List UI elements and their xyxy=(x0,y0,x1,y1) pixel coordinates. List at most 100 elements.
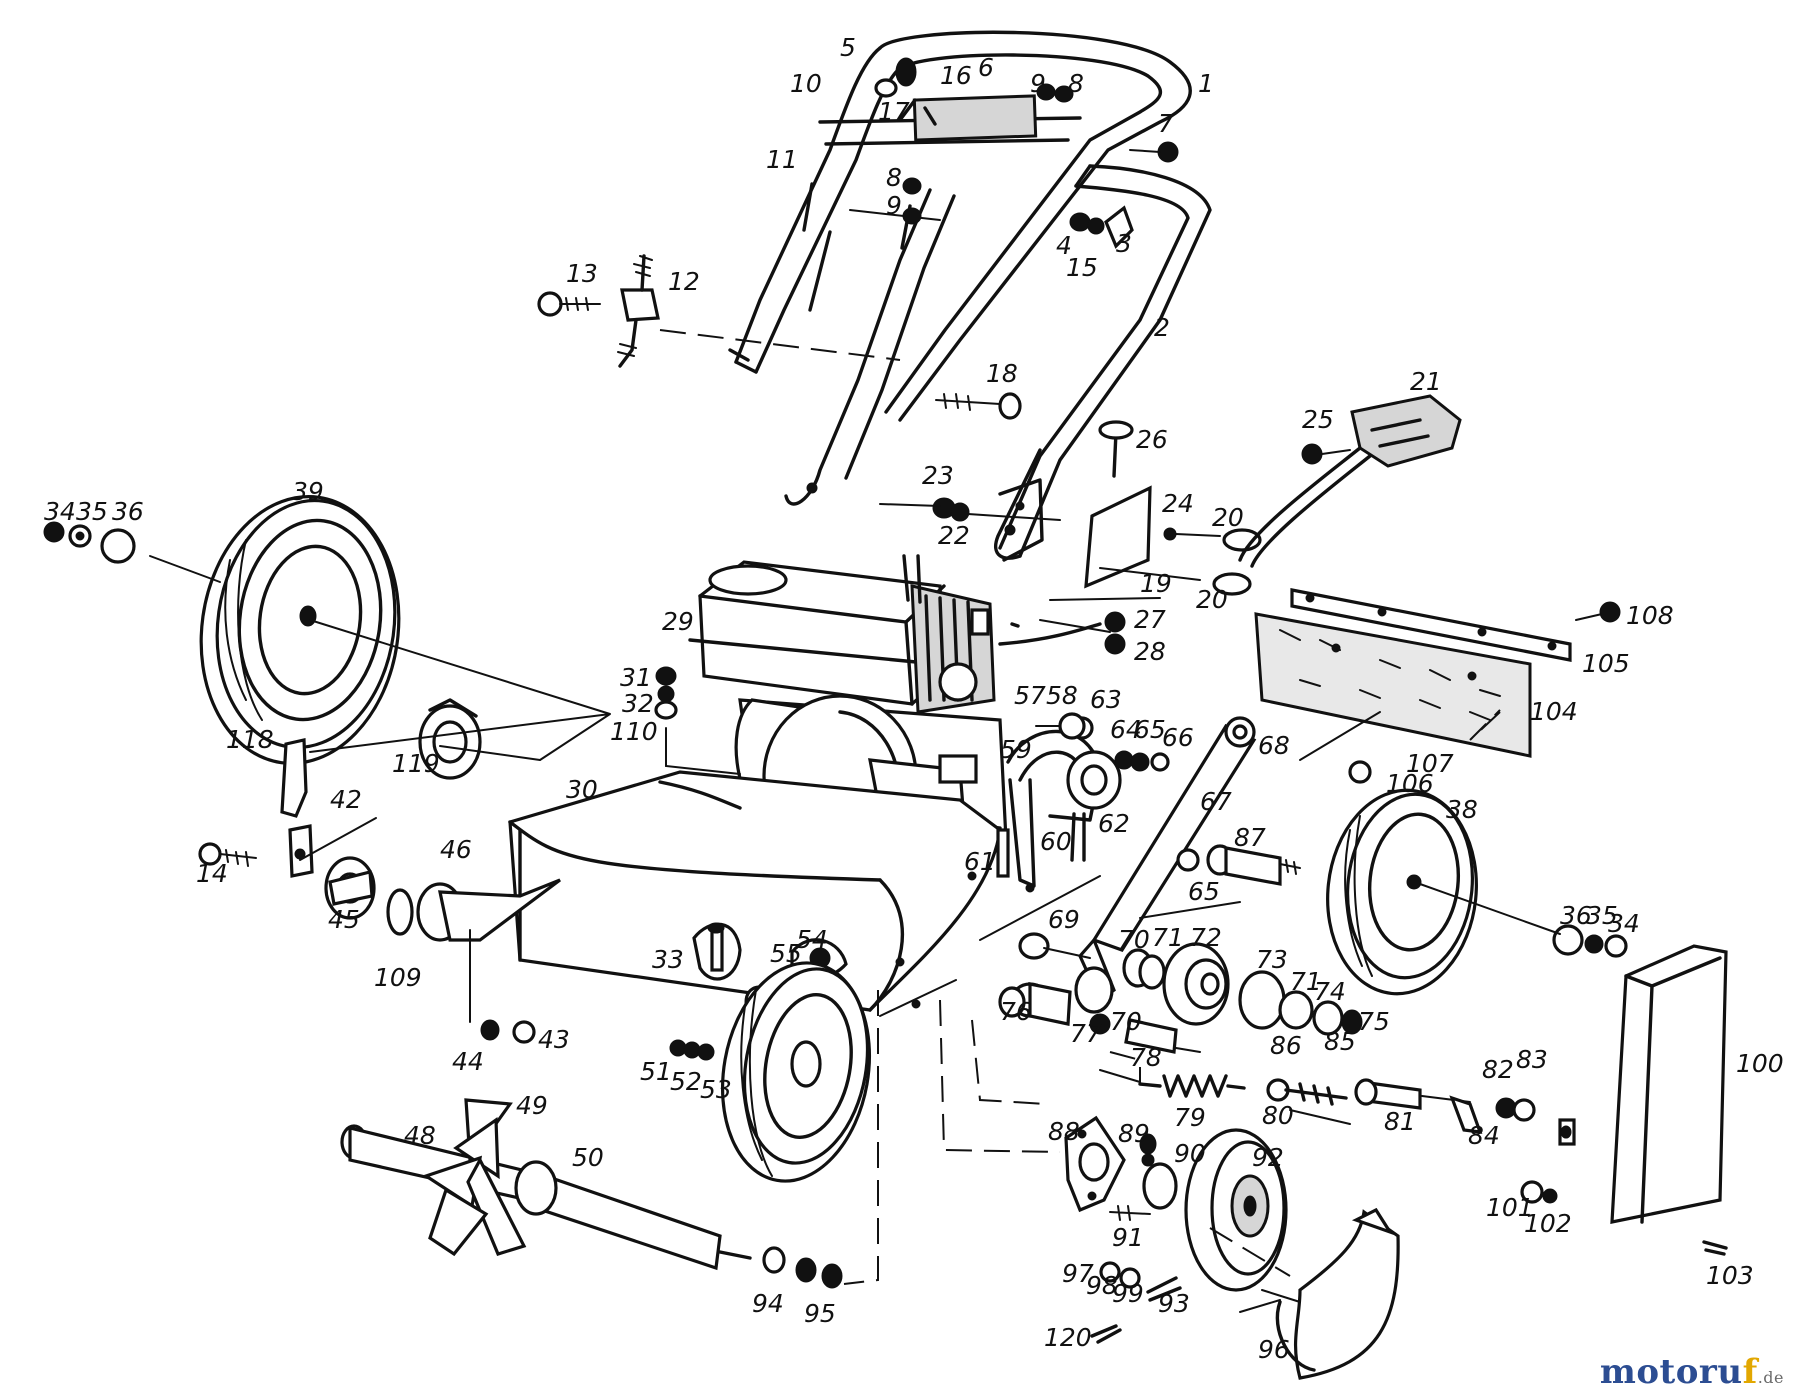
throttle-lever-21 xyxy=(1238,394,1462,568)
callout-9b: 9 xyxy=(886,191,902,220)
logo-tld: .de xyxy=(1757,1368,1784,1387)
callout-labels: 1 2 3 4 5 6 7 8 8 9 9 10 11 12 13 14 15 … xyxy=(44,33,1784,1364)
callout-54: 54 xyxy=(796,925,828,954)
front-wheel-53 xyxy=(720,961,872,1183)
callout-49: 49 xyxy=(516,1091,548,1120)
callout-110: 110 xyxy=(610,717,658,746)
callout-71b: 71 xyxy=(1290,967,1322,996)
callout-59: 59 xyxy=(1000,735,1032,764)
callout-100: 100 xyxy=(1736,1049,1784,1078)
callout-39: 39 xyxy=(292,477,324,506)
callout-103: 103 xyxy=(1706,1261,1754,1290)
rotor-bearing-parts-left xyxy=(198,666,715,1061)
callout-1: 1 xyxy=(1198,69,1214,98)
callout-46: 46 xyxy=(440,835,472,864)
callout-4: 4 xyxy=(1056,231,1072,260)
callout-81: 81 xyxy=(1384,1107,1416,1136)
rear-wheel-right-38 xyxy=(1326,788,1478,996)
belt-guard-96 xyxy=(1239,1207,1400,1380)
callout-35b: 35 xyxy=(1586,901,1618,930)
callout-26: 26 xyxy=(1136,425,1168,454)
callout-9: 9 xyxy=(1030,69,1046,98)
callout-16: 16 xyxy=(940,61,972,90)
callout-42: 42 xyxy=(330,785,362,814)
callout-87: 87 xyxy=(1234,823,1266,852)
callout-90: 90 xyxy=(1174,1139,1206,1168)
callout-75: 75 xyxy=(1358,1007,1390,1036)
logo-text: motoru xyxy=(1599,1352,1743,1392)
callout-86: 86 xyxy=(1270,1031,1302,1060)
callout-20b: 20 xyxy=(1196,585,1228,614)
callout-67: 67 xyxy=(1200,787,1232,816)
callout-69: 69 xyxy=(1048,905,1080,934)
callout-24: 24 xyxy=(1162,489,1194,518)
callout-51: 51 xyxy=(640,1057,672,1086)
callout-72: 72 xyxy=(1190,923,1222,952)
callout-48: 48 xyxy=(404,1121,436,1150)
callout-63: 63 xyxy=(1090,685,1122,714)
callout-35: 35 xyxy=(76,497,108,526)
assembly-lines xyxy=(299,619,1561,1285)
callout-14: 14 xyxy=(196,859,228,888)
callout-31: 31 xyxy=(620,663,652,692)
callout-107: 107 xyxy=(1406,749,1454,778)
callout-65: 65 xyxy=(1134,715,1166,744)
callout-25: 25 xyxy=(1302,405,1334,434)
callout-118: 118 xyxy=(226,725,274,754)
callout-57: 57 xyxy=(1014,681,1046,710)
callout-104: 104 xyxy=(1530,697,1578,726)
callout-98: 98 xyxy=(1086,1271,1118,1300)
callout-8b: 8 xyxy=(886,163,902,192)
callout-95: 95 xyxy=(804,1299,836,1328)
side-pulley-62 xyxy=(996,712,1170,888)
callout-79: 79 xyxy=(1174,1103,1206,1132)
callout-78: 78 xyxy=(1130,1043,1162,1072)
callout-2: 2 xyxy=(1154,313,1170,342)
callout-105: 105 xyxy=(1582,649,1630,678)
handle-mount-clamp-12-13 xyxy=(537,254,901,368)
wheel-hardware-right xyxy=(1552,924,1628,958)
callout-6: 6 xyxy=(978,53,994,82)
callout-13: 13 xyxy=(566,259,598,288)
callout-19: 19 xyxy=(1140,569,1172,598)
flap-plate-104-105 xyxy=(1254,588,1621,784)
callout-10: 10 xyxy=(790,69,822,98)
callout-5: 5 xyxy=(840,33,856,62)
callout-94: 94 xyxy=(752,1289,784,1318)
callout-68: 68 xyxy=(1258,731,1290,760)
callout-38: 38 xyxy=(1446,795,1478,824)
callout-36b: 36 xyxy=(1560,901,1592,930)
callout-21: 21 xyxy=(1410,367,1442,396)
callout-52: 52 xyxy=(670,1067,702,1096)
callout-85: 85 xyxy=(1324,1027,1356,1056)
callout-15: 15 xyxy=(1066,253,1098,282)
callout-102: 102 xyxy=(1524,1209,1572,1238)
motoruf-logo: motoruf.de xyxy=(1600,1352,1784,1392)
callout-8: 8 xyxy=(1068,69,1084,98)
handle-bolt-18 xyxy=(935,392,1022,420)
callout-119: 119 xyxy=(392,749,440,778)
callout-92: 92 xyxy=(1252,1143,1284,1172)
callout-34b: 34 xyxy=(1608,909,1640,938)
callout-28: 28 xyxy=(1134,637,1166,666)
lower-handle xyxy=(784,164,1212,560)
callout-43: 43 xyxy=(538,1025,570,1054)
upper-handle xyxy=(728,30,1192,422)
callout-53: 53 xyxy=(700,1075,732,1104)
callout-80: 80 xyxy=(1262,1101,1294,1130)
callout-61: 61 xyxy=(964,847,996,876)
rotor-shaft-48-50 xyxy=(340,1098,843,1289)
callout-91: 91 xyxy=(1112,1223,1144,1252)
callout-76: 76 xyxy=(1000,997,1032,1026)
drive-parts-69-87 xyxy=(998,844,1363,1054)
callout-30: 30 xyxy=(566,775,598,804)
callout-20: 20 xyxy=(1212,503,1244,532)
callout-22: 22 xyxy=(938,521,970,550)
callout-97: 97 xyxy=(1062,1259,1094,1288)
rear-wheel-left-39 xyxy=(199,495,401,765)
callout-55: 55 xyxy=(770,939,802,968)
callout-71: 71 xyxy=(1152,923,1184,952)
handle-slot-lines xyxy=(802,182,941,312)
callout-45: 45 xyxy=(328,905,360,934)
callout-32: 32 xyxy=(622,689,654,718)
